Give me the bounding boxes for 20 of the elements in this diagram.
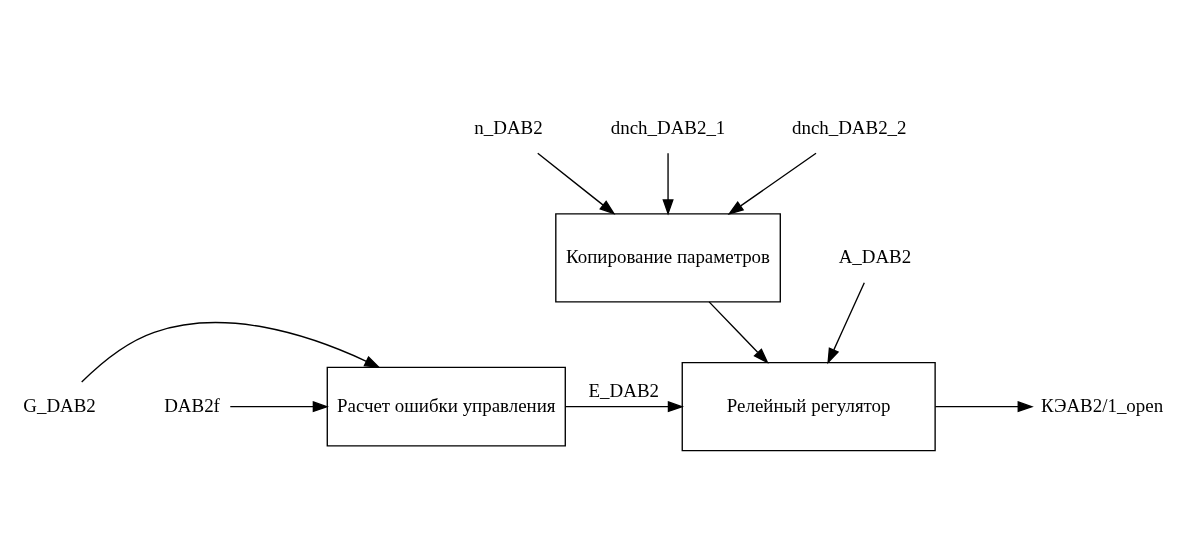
arrow bbox=[229, 400, 329, 413]
arrow bbox=[662, 152, 674, 216]
node-box: Копирование параметров bbox=[555, 213, 781, 303]
node-text: G_DAB2 bbox=[23, 394, 96, 416]
node-box: Релейный регулятор bbox=[681, 362, 936, 452]
node-box: Расчет ошибки управления bbox=[326, 366, 566, 447]
arrow bbox=[708, 301, 769, 364]
node-text: n_DAB2 bbox=[474, 116, 543, 138]
node-text: DAB2f bbox=[164, 394, 220, 416]
arrow bbox=[537, 152, 616, 215]
node-text: dnch_DAB2_1 bbox=[610, 116, 726, 138]
node-text: A_DAB2 bbox=[838, 245, 912, 267]
edge-label: E_DAB2 bbox=[588, 380, 659, 402]
arrow bbox=[727, 152, 817, 215]
arrow bbox=[564, 400, 684, 413]
arrow bbox=[81, 321, 381, 383]
arrow bbox=[827, 282, 865, 365]
node-text: КЭАВ2/1_open bbox=[1041, 394, 1164, 416]
node-text: dnch_DAB2_2 bbox=[791, 116, 907, 138]
arrow bbox=[934, 400, 1034, 413]
